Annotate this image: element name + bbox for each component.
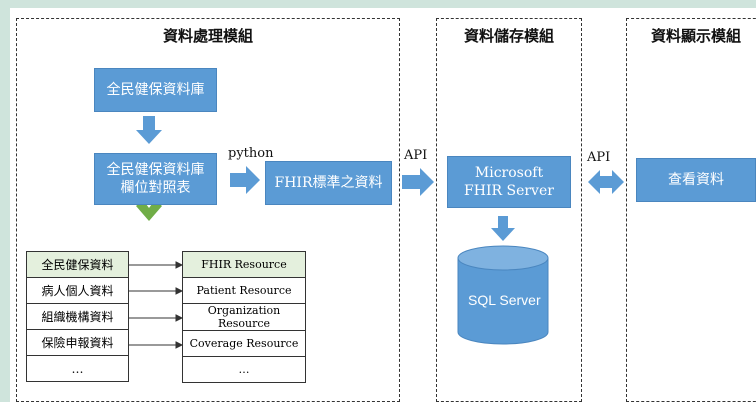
- table-row: …: [26, 355, 129, 382]
- api-left-label: API: [404, 148, 428, 163]
- nhi-database-label: 全民健保資料庫: [106, 82, 205, 98]
- table-row: …: [182, 356, 306, 383]
- table-cell: Patient Resource: [182, 277, 306, 304]
- fhir-server-line2: FHIR Server: [464, 183, 554, 199]
- nhi-data-table: 全民健保資料 病人個人資料 組織機構資料 保險申報資料 …: [26, 251, 129, 382]
- server-down-arrow-icon: [491, 216, 515, 241]
- table-cell: 全民健保資料: [26, 251, 129, 278]
- table-cell: FHIR Resource: [182, 251, 306, 278]
- table-cell: Coverage Resource: [182, 330, 306, 357]
- api-right-arrow-icon: [402, 168, 434, 196]
- api-right-label: API: [587, 150, 611, 165]
- fhir-server-box: Microsoft FHIR Server: [447, 156, 571, 208]
- python-label: python: [228, 146, 274, 161]
- table-row: 全民健保資料: [26, 251, 129, 278]
- table-cell: …: [26, 355, 129, 382]
- view-data-label: 查看資料: [668, 172, 724, 188]
- down-arrow-icon: [136, 116, 162, 144]
- table-connectors: [128, 261, 184, 349]
- table-cell: 病人個人資料: [26, 277, 129, 304]
- nhi-database-box: 全民健保資料庫: [94, 68, 217, 112]
- table-cell: 組織機構資料: [26, 303, 129, 330]
- architecture-diagram: 資料處理模組 資料儲存模組 資料顯示模組 全民健: [10, 8, 756, 402]
- api-double-arrow-icon: [588, 170, 624, 194]
- field-mapping-line1: 全民健保資料庫: [106, 162, 205, 178]
- processing-module-title: 資料處理模組: [162, 27, 253, 45]
- table-cell: …: [182, 356, 306, 383]
- fhir-standard-data-label: FHIR標準之資料: [274, 175, 383, 191]
- storage-module-title: 資料儲存模組: [463, 27, 554, 45]
- connector-layer: [128, 116, 624, 349]
- fhir-server-line1: Microsoft: [474, 165, 544, 181]
- field-mapping-line2: 欄位對照表: [120, 180, 191, 196]
- table-cell: 保險申報資料: [26, 329, 129, 356]
- sql-server-label: SQL Server: [468, 292, 541, 308]
- field-mapping-box: 全民健保資料庫 欄位對照表: [94, 153, 217, 205]
- sql-server-database-icon: [457, 245, 549, 345]
- table-row: 保險申報資料: [26, 329, 129, 356]
- table-row: 病人個人資料: [26, 277, 129, 304]
- table-row: 組織機構資料: [26, 303, 129, 330]
- right-arrow-icon: [230, 166, 260, 194]
- table-row: Patient Resource: [182, 277, 306, 304]
- display-module-title: 資料顯示模組: [650, 27, 741, 45]
- table-row: Organization Resource: [182, 303, 306, 331]
- fhir-standard-data-box: FHIR標準之資料: [265, 161, 392, 205]
- view-data-box: 查看資料: [636, 158, 756, 202]
- table-row: FHIR Resource: [182, 251, 306, 278]
- check-down-icon: [136, 200, 162, 221]
- table-cell: Organization Resource: [182, 303, 306, 331]
- table-row: Coverage Resource: [182, 330, 306, 357]
- fhir-resource-table: FHIR Resource Patient Resource Organizat…: [182, 251, 306, 383]
